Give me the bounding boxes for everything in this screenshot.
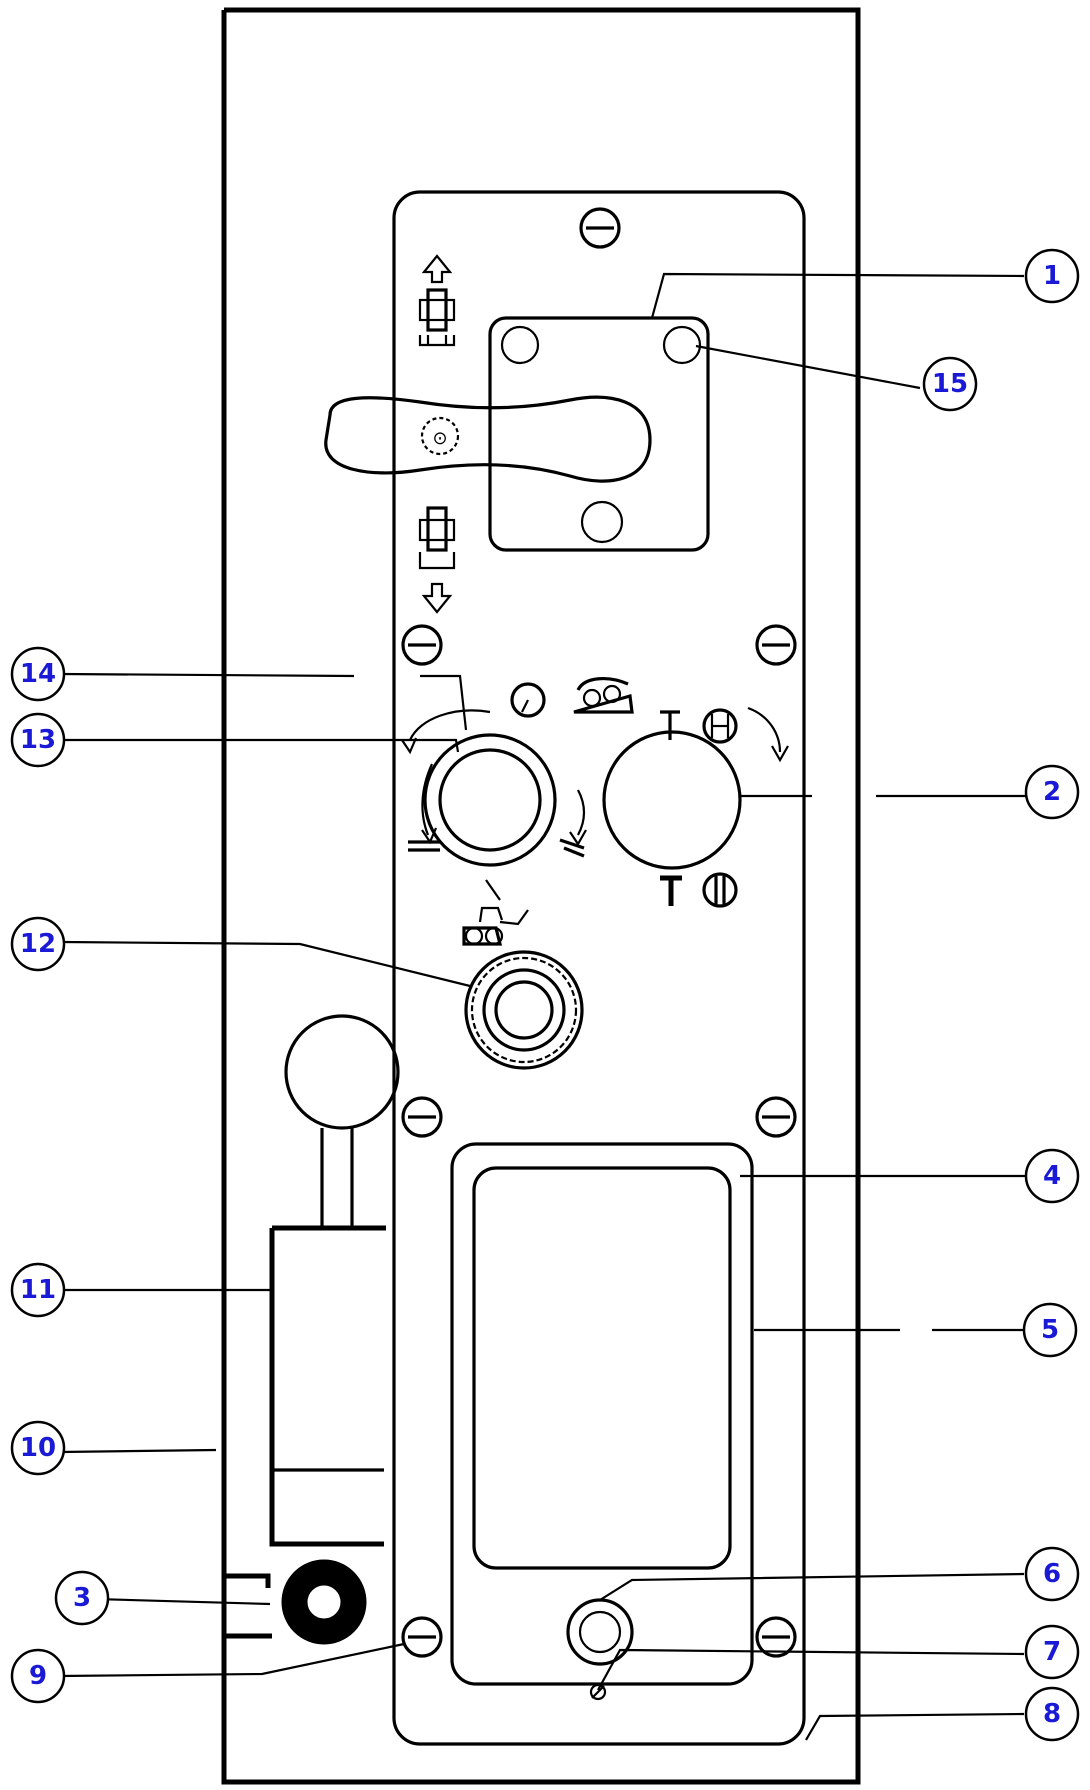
screw-left-middle xyxy=(401,1096,443,1138)
callout-7-label: 7 xyxy=(1043,1637,1061,1667)
callout-5-label: 5 xyxy=(1041,1315,1059,1345)
directional-lever-handle xyxy=(324,395,652,483)
lever-plate-bolt-left xyxy=(500,325,540,365)
screw-right-lower xyxy=(755,1616,797,1658)
callout-3: 3 xyxy=(54,1570,110,1626)
outer-housing xyxy=(221,7,861,1785)
screw-left-lower xyxy=(401,1616,443,1658)
forward-travel-icon xyxy=(418,254,456,347)
lever-symbol: ⊙ xyxy=(420,416,460,456)
svg-text:⊙: ⊙ xyxy=(432,428,447,449)
side-lever-11 xyxy=(269,1014,400,1547)
screw-right-upper xyxy=(755,624,797,666)
callout-1-label: 1 xyxy=(1043,261,1061,291)
callout-8-label: 8 xyxy=(1043,1699,1061,1729)
lever-plate-bolt-bottom xyxy=(580,500,624,544)
lever-plate-bolt-right xyxy=(662,325,702,365)
callout-15-label: 15 xyxy=(932,369,968,399)
callout-13: 13 xyxy=(10,712,66,768)
mounting-screws xyxy=(401,207,797,1658)
callout-10-label: 10 xyxy=(20,1433,56,1463)
rotary-switch-2 xyxy=(602,706,789,908)
screw-top xyxy=(579,207,621,249)
leader-lines xyxy=(59,272,1030,1741)
callout-11-label: 11 xyxy=(20,1275,56,1305)
machine-speed-icon xyxy=(573,677,634,714)
callout-3-label: 3 xyxy=(73,1583,91,1613)
callout-7: 7 xyxy=(1024,1624,1080,1680)
callout-9: 9 xyxy=(10,1648,66,1704)
callout-12-label: 12 xyxy=(20,929,56,959)
callout-14: 14 xyxy=(10,646,66,702)
lever-mount-plate xyxy=(488,316,710,552)
callout-12: 12 xyxy=(10,916,66,972)
knurled-knob-12 xyxy=(464,950,584,1070)
callout-5: 5 xyxy=(1022,1302,1078,1358)
callout-4-label: 4 xyxy=(1043,1161,1061,1191)
callout-6-label: 6 xyxy=(1043,1559,1061,1589)
callout-10: 10 xyxy=(10,1420,66,1476)
indicator-lamp-14 xyxy=(510,682,546,718)
callout-13-label: 13 xyxy=(20,725,56,755)
push-button-6 xyxy=(566,1598,634,1666)
callout-1: 1 xyxy=(1024,248,1080,304)
dozer-symbol xyxy=(462,879,529,946)
screw-left-upper xyxy=(401,624,443,666)
callout-9-label: 9 xyxy=(29,1661,47,1691)
round-plug-3 xyxy=(281,1559,367,1645)
display-frame-5 xyxy=(450,1142,754,1686)
callout-4: 4 xyxy=(1024,1148,1080,1204)
callout-2: 2 xyxy=(1024,764,1080,820)
callout-11: 11 xyxy=(10,1262,66,1318)
mounting-plate xyxy=(392,190,806,1746)
callout-14-label: 14 xyxy=(20,659,56,689)
reverse-travel-icon xyxy=(418,506,456,614)
screw-right-middle xyxy=(755,1096,797,1138)
small-screw-7 xyxy=(589,1683,607,1701)
callout-15: 15 xyxy=(922,356,978,412)
callout-8: 8 xyxy=(1024,1686,1080,1742)
callout-6: 6 xyxy=(1024,1546,1080,1602)
rotary-knob-13 xyxy=(401,709,587,867)
callout-2-label: 2 xyxy=(1043,777,1061,807)
display-window-4 xyxy=(472,1166,732,1570)
